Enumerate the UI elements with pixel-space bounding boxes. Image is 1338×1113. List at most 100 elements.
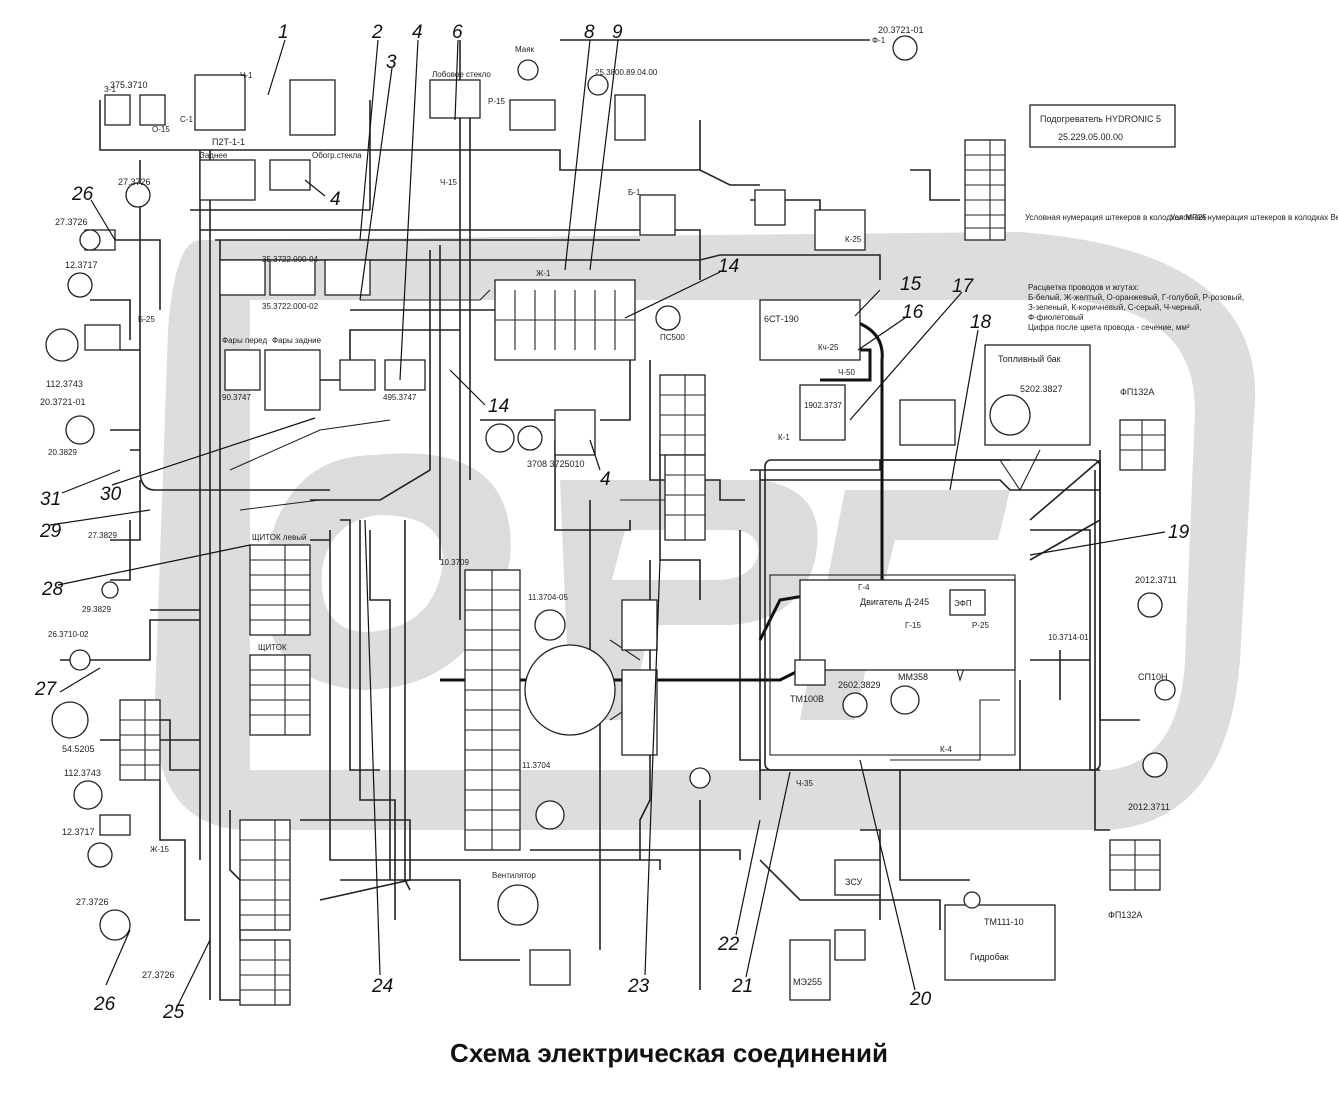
wire-mark: К-25 xyxy=(845,235,862,244)
relay-70a xyxy=(754,189,786,226)
label-rear-lights: Фары задние xyxy=(272,336,322,345)
watermark-letter-o xyxy=(263,453,511,690)
lamp-sp10 xyxy=(1154,679,1176,701)
sender-2602 xyxy=(842,692,868,718)
label-20-3829: 20.3829 xyxy=(48,448,77,457)
rear-light-switch xyxy=(264,349,321,411)
label-2602: 2602.3829 xyxy=(838,680,881,690)
zsu-box xyxy=(834,859,881,896)
callout-21: 21 xyxy=(731,976,753,997)
wire-mark: О-15 xyxy=(152,125,170,134)
callout-22: 22 xyxy=(717,934,740,955)
label-26-3710: 26.3710-02 xyxy=(48,630,89,639)
connector-block-bottom-2 xyxy=(239,939,291,1006)
efp-box xyxy=(949,589,986,616)
label-fan: Вентилятор xyxy=(492,871,536,880)
label-p2t: П2Т-1-1 xyxy=(212,137,245,147)
callout-17: 17 xyxy=(952,276,975,297)
heater-connector xyxy=(964,139,1006,241)
wire-mark: Ч-15 xyxy=(440,178,457,187)
sensor-27-3829 xyxy=(101,581,119,599)
sensor-12-3717 xyxy=(67,272,93,298)
wire-mark: Ч-35 xyxy=(796,779,813,788)
wire-mark: Г-4 xyxy=(858,583,870,592)
wire-mark: Ч-1 xyxy=(240,71,253,80)
label-zsu: ЗСУ xyxy=(845,877,863,887)
connector-block-top xyxy=(289,79,336,136)
stop-switch xyxy=(339,359,376,391)
fuse-block-1 xyxy=(219,259,266,296)
callout-15: 15 xyxy=(900,274,922,295)
label-11-3704: 11.3704 xyxy=(522,761,551,770)
label-10-3709: 10.3709 xyxy=(440,558,469,567)
relay-kch xyxy=(814,209,866,251)
callout-26a: 26 xyxy=(71,184,94,205)
label-beacon: Маяк xyxy=(515,45,535,54)
wire-mark: Ч-50 xyxy=(838,368,855,377)
label-ps500: ПС500 xyxy=(660,333,685,342)
relay-block-2 xyxy=(139,94,166,126)
label-window-heat: Обогр.стекла xyxy=(312,151,362,160)
watermark-letter-p xyxy=(560,480,818,720)
label-11-3704-05: 11.3704-05 xyxy=(528,593,568,602)
label-panel: ЩИТОК xyxy=(258,643,287,652)
label-10-3714: 10.3714-01 xyxy=(1048,633,1089,642)
tm100v-block xyxy=(794,659,826,686)
starter-relay xyxy=(554,409,596,456)
wire-mark: Г-15 xyxy=(905,621,921,630)
label-heater: Подогреватель HYDRONIC 5 xyxy=(1040,114,1161,124)
relay-block-4 xyxy=(269,159,311,191)
wire-color-legend: Расцветка проводов и жгутах: Б-белый, Ж-… xyxy=(1025,213,1338,332)
mm358-sensor xyxy=(890,685,920,715)
vent-connector xyxy=(529,949,571,986)
callout-24: 24 xyxy=(371,976,393,997)
connector-block-mid-2 xyxy=(621,669,658,756)
label-5202: 5202.3827 xyxy=(1020,384,1063,394)
label-mm358: ММ358 xyxy=(898,672,928,682)
sound-signal xyxy=(65,415,95,445)
label-front-lights: Фары перед xyxy=(222,336,267,345)
beacon-lamp xyxy=(517,59,539,81)
label-27-3726-bottom-1: 27.3726 xyxy=(76,897,109,907)
callout-2: 2 xyxy=(371,22,383,43)
callout-4c: 4 xyxy=(600,469,611,490)
switch-495 xyxy=(384,359,426,391)
wire-mark: Ж-15 xyxy=(150,845,170,854)
wire-marks: Ч-1 Ф-1 Р-15 Б-1 Ч-15 К-25 Кч-25 Ч-50 Ж-… xyxy=(104,36,989,854)
callout-30: 30 xyxy=(100,484,122,505)
callout-1: 1 xyxy=(278,22,289,43)
wire-mark: К-4 xyxy=(940,745,952,754)
horn-112-2 xyxy=(73,780,103,810)
legend-heading: Расцветка проводов и жгутах: xyxy=(1028,283,1139,292)
label-27-3726-left: 27.3726 xyxy=(55,217,88,227)
callout-16: 16 xyxy=(902,302,924,323)
lamp-2012-2 xyxy=(1142,752,1168,778)
connector-block-6 xyxy=(614,94,646,141)
callout-20: 20 xyxy=(909,989,932,1010)
wire-mark: Ф-1 xyxy=(872,36,886,45)
gauge-small xyxy=(689,767,711,789)
label-375: 375.3710 xyxy=(110,80,148,90)
wire-mark: З-1 xyxy=(104,85,116,94)
wire-mark: Б-1 xyxy=(628,188,641,197)
connector-left-2 xyxy=(84,324,121,351)
callout-14b: 14 xyxy=(488,396,509,417)
legend-line-2: З-зеленый, К-коричневый, С-серый, Ч-черн… xyxy=(1028,303,1202,312)
callout-27: 27 xyxy=(34,679,58,700)
callout-6: 6 xyxy=(452,22,463,43)
connector-block-bottom-1 xyxy=(239,819,291,931)
label-112-top: 112.3743 xyxy=(46,379,83,389)
callout-23: 23 xyxy=(627,976,650,997)
label-tm100v: ТМ100В xyxy=(790,694,824,704)
connector-block-mid-1 xyxy=(621,599,658,651)
callout-19: 19 xyxy=(1168,522,1190,543)
relay-27-3726-bottom xyxy=(99,909,131,941)
label-tm111: ТМ111-10 xyxy=(984,917,1024,927)
lamp-27 xyxy=(69,649,91,671)
label-27-3829: 27.3829 xyxy=(88,531,117,540)
relay-block-1 xyxy=(104,94,131,126)
callout-26b: 26 xyxy=(93,994,116,1015)
label-engine: Двигатель Д-245 xyxy=(860,597,929,607)
